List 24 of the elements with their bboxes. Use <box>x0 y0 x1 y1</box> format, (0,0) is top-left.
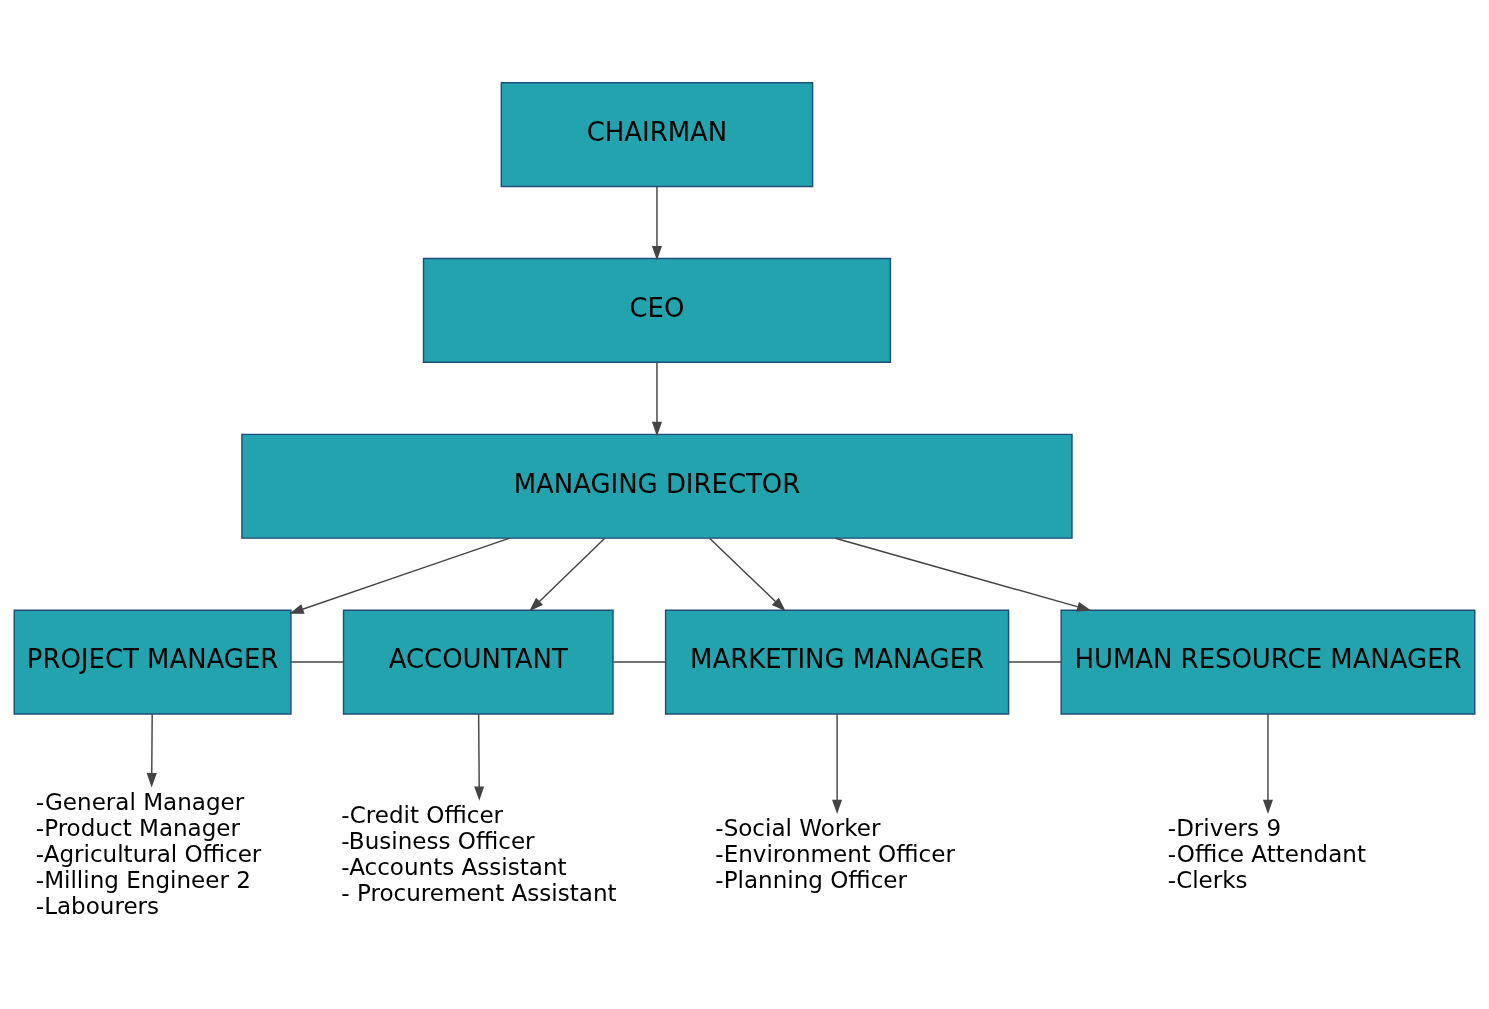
node-text: -General Manager -Product Manager -Agricultural Officer -Milling Engineer 2 -Labourers <box>35 788 262 919</box>
arrow <box>708 536 786 611</box>
node-box: HUMAN RESOURCE MANAGER <box>1060 609 1476 715</box>
connector <box>290 660 345 663</box>
arrow <box>651 185 662 260</box>
arrow <box>289 536 511 614</box>
arrow <box>834 536 1092 612</box>
node-text: -Drivers 9 -Office Attendant -Clerks <box>1167 814 1366 893</box>
node-box: PROJECT MANAGER <box>13 609 292 715</box>
arrow <box>529 536 606 611</box>
connector <box>1008 660 1062 663</box>
arrow <box>651 361 662 436</box>
arrow <box>146 713 157 787</box>
node-box: MANAGING DIRECTOR <box>241 433 1073 539</box>
node-box: ACCOUNTANT <box>342 609 614 715</box>
arrow <box>474 713 485 801</box>
connector <box>612 660 667 663</box>
node-box: CHAIRMAN <box>500 81 814 187</box>
arrow <box>1262 713 1274 814</box>
arrow <box>832 713 843 814</box>
node-text: -Credit Officer -Business Officer -Accounts Assistant - Procurement Assistant <box>341 801 617 906</box>
node-box: CEO <box>422 257 892 363</box>
node-box: MARKETING MANAGER <box>664 609 1010 715</box>
node-text: -Social Worker -Environment Officer -Planning Officer <box>715 814 955 893</box>
